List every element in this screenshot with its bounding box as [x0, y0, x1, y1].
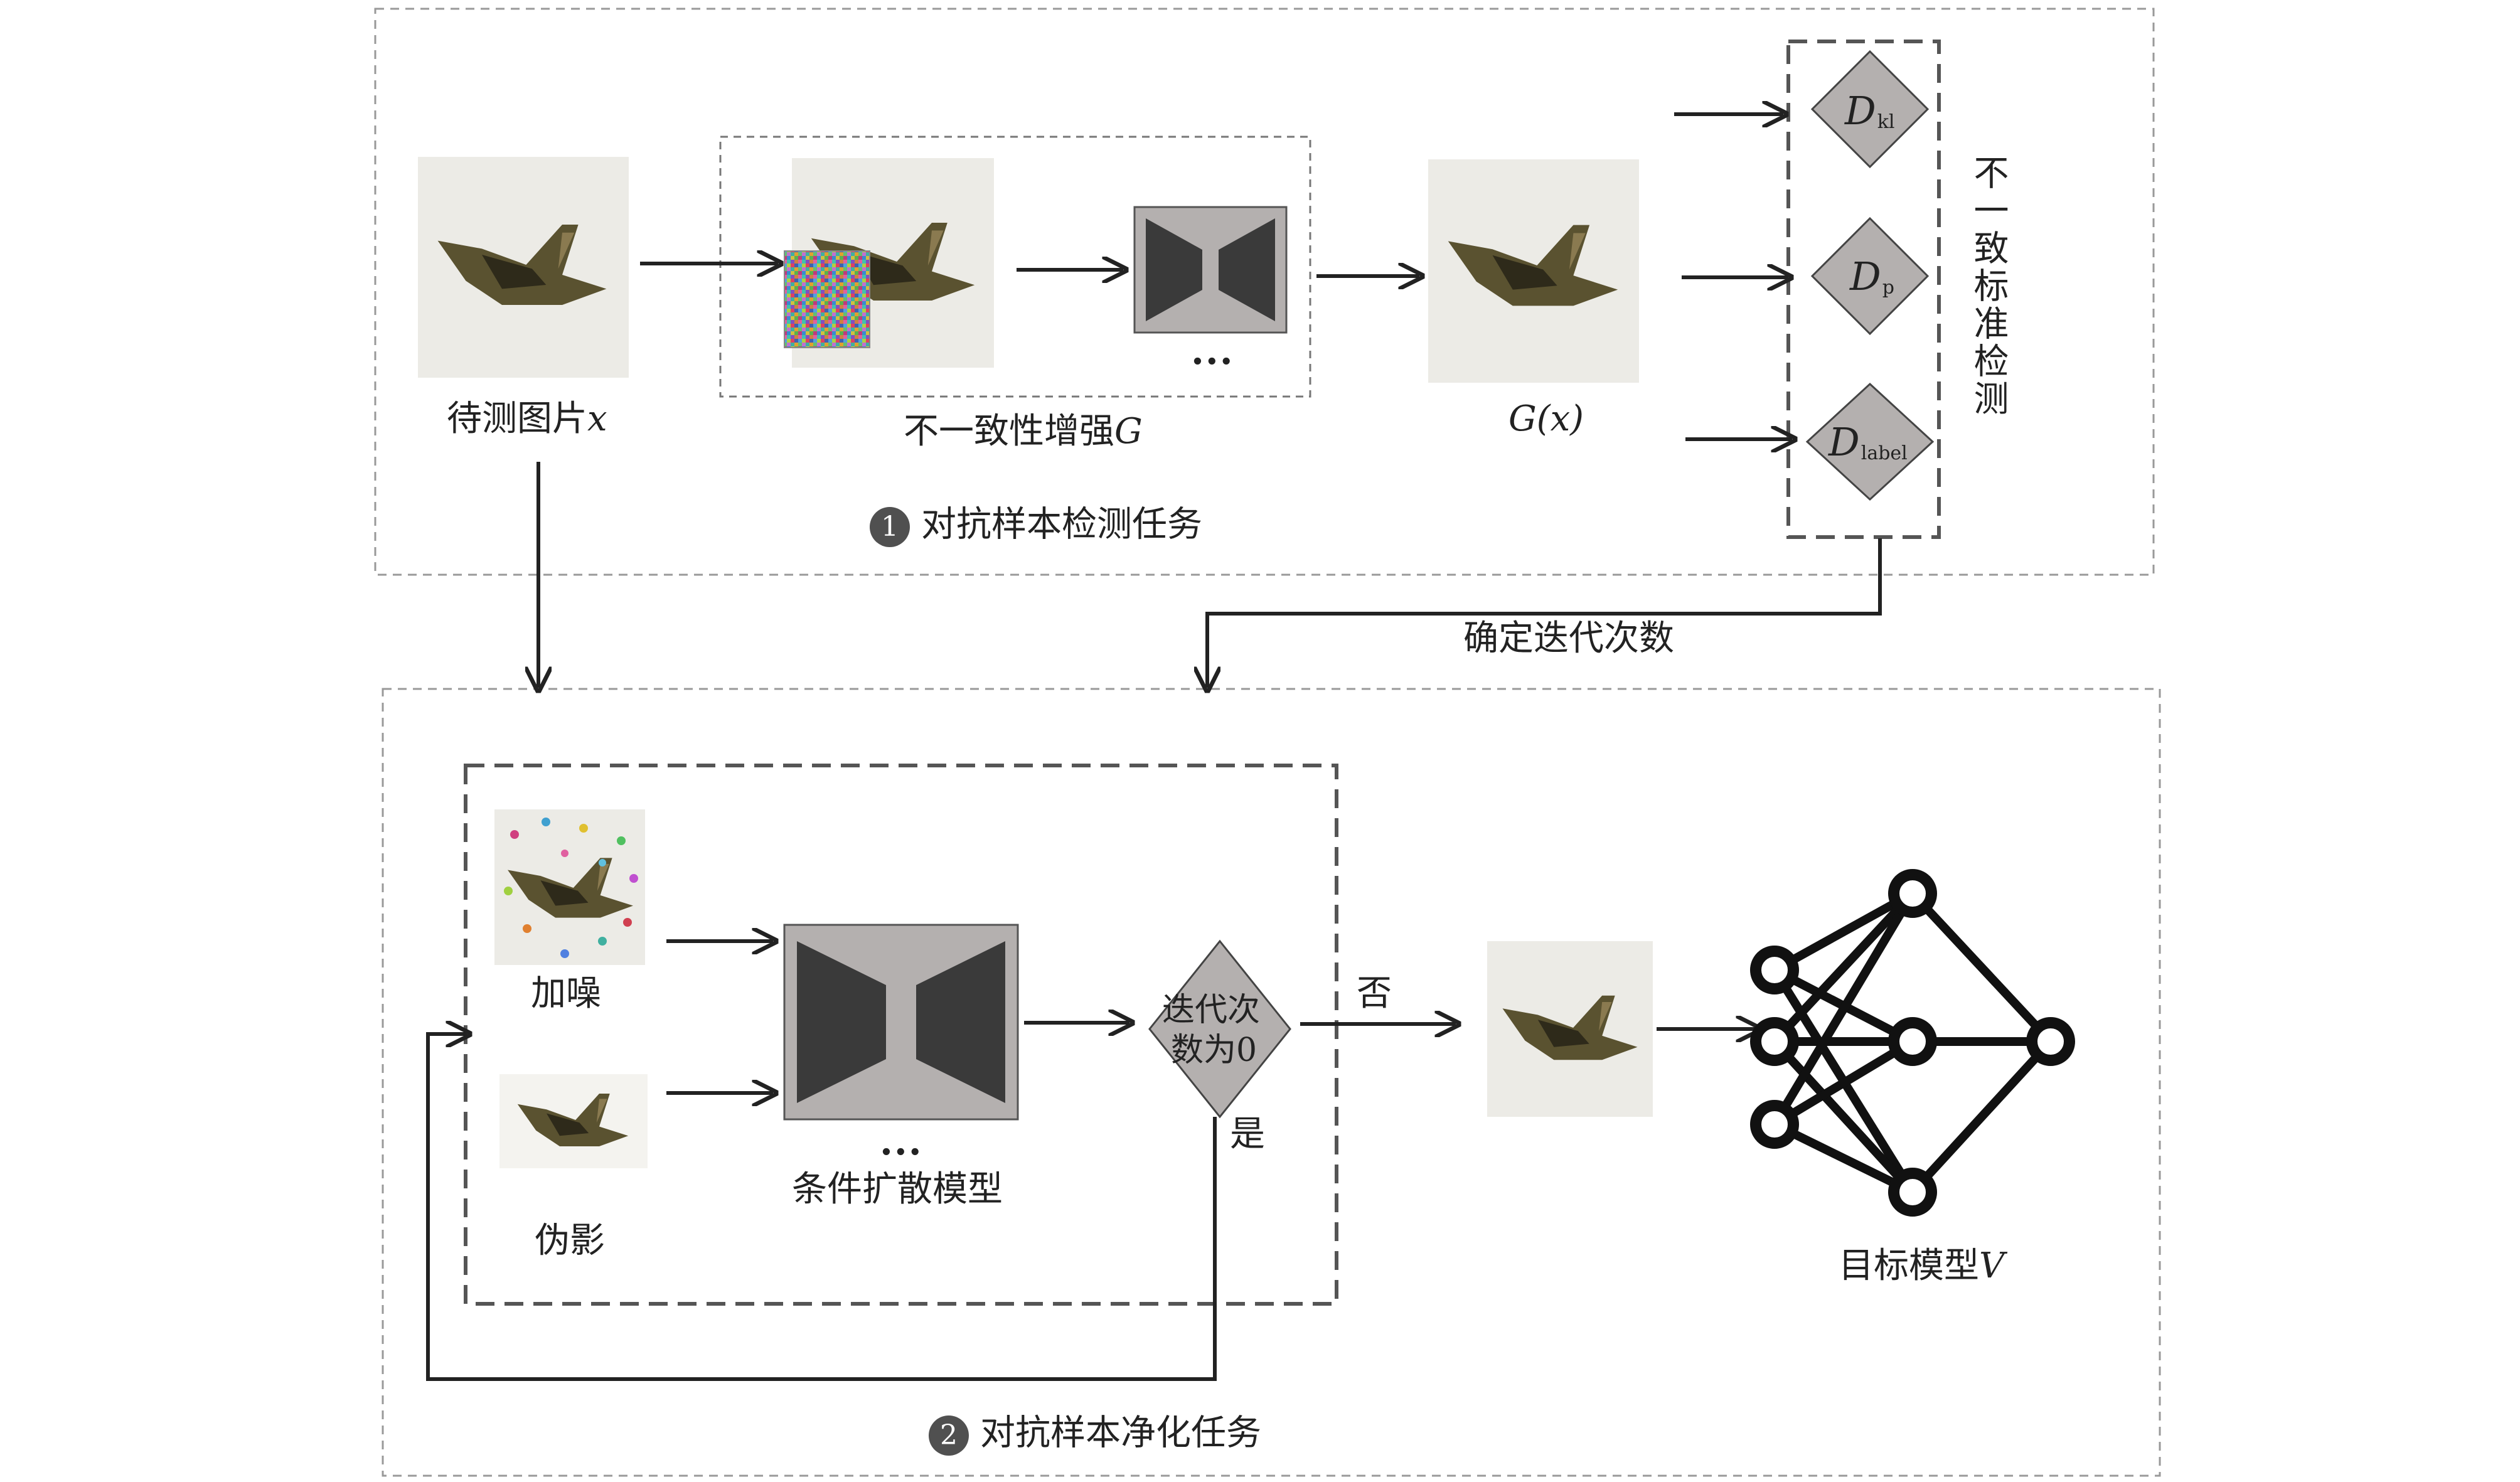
- output-label: G(x): [1508, 398, 1584, 439]
- metric-symbol-p: D: [1850, 253, 1881, 299]
- metric-sub-p: p: [1882, 277, 1894, 299]
- noise-patch: [784, 250, 870, 348]
- enhancement-label-text: 不一致性增强: [904, 411, 1114, 452]
- target-network-nodes: [1750, 869, 2075, 1217]
- model-ellipsis-top: ...: [1191, 329, 1234, 373]
- arrow-iteration-path: [1207, 538, 1882, 688]
- metric-label-p: Dp: [1850, 253, 1894, 299]
- metric-diamond-kl: [1810, 50, 1930, 169]
- output-image: [1428, 159, 1639, 383]
- model-block-top: [1133, 206, 1288, 334]
- task1-region: [374, 8, 2155, 576]
- task1-label: 1 对抗样本检测任务: [870, 507, 1202, 547]
- decision-line-1: 迭代次: [1162, 991, 1261, 1029]
- yes-label: 是: [1230, 1114, 1265, 1154]
- metric-sub-kl: kl: [1877, 111, 1895, 133]
- artifact-label: 伪影: [535, 1220, 605, 1261]
- task2-label-text: 对抗样本净化任务: [980, 1412, 1261, 1454]
- metric-sub-label: label: [1861, 442, 1908, 464]
- detection-title: 不一致标准检测: [1968, 154, 2009, 418]
- artifact-image: [499, 1074, 648, 1168]
- metric-diamond-label: [1805, 382, 1935, 501]
- metric-label-kl: Dkl: [1845, 88, 1895, 134]
- task2-region: [382, 688, 2161, 1477]
- diffusion-model-block: [783, 924, 1019, 1121]
- test-image-label-text: 待测图片: [447, 398, 587, 439]
- no-label: 否: [1357, 973, 1392, 1014]
- task2-label: 2 对抗样本净化任务: [929, 1415, 1261, 1456]
- enhanced-image: [784, 158, 994, 368]
- noise-image: [494, 809, 645, 965]
- metric-symbol-kl: D: [1845, 88, 1876, 134]
- enhancement-box: [719, 136, 1311, 398]
- metric-diamond-p: [1810, 216, 1930, 336]
- task1-label-text: 对抗样本检测任务: [921, 504, 1202, 545]
- test-image: [418, 157, 629, 378]
- decision-diamond: [1148, 939, 1291, 1119]
- metric-label-label: Dlabel: [1829, 419, 1908, 465]
- noise-label: 加噪: [531, 973, 601, 1014]
- iteration-label: 确定迭代次数: [1463, 618, 1674, 659]
- purified-image: [1487, 941, 1653, 1117]
- diffusion-model-label: 条件扩散模型: [792, 1169, 1003, 1210]
- enhancement-label: 不一致性增强G: [904, 414, 1143, 449]
- test-image-var: x: [587, 398, 607, 439]
- target-label: 目标模型V: [1839, 1249, 2004, 1284]
- target-var: V: [1979, 1245, 2005, 1286]
- model-ellipsis-bottom: ...: [880, 1120, 923, 1164]
- enhancement-var: G: [1114, 411, 1143, 452]
- decision-line-2: 数为0: [1171, 1032, 1257, 1069]
- task2-number: 2: [929, 1415, 969, 1456]
- target-label-text: 目标模型: [1839, 1245, 1979, 1286]
- test-image-label: 待测图片x: [447, 402, 607, 437]
- target-network: [1770, 889, 2054, 1197]
- arrow-decision-yes-loop: [426, 1034, 1217, 1381]
- task1-number: 1: [870, 507, 910, 547]
- metric-symbol-label: D: [1829, 419, 1860, 465]
